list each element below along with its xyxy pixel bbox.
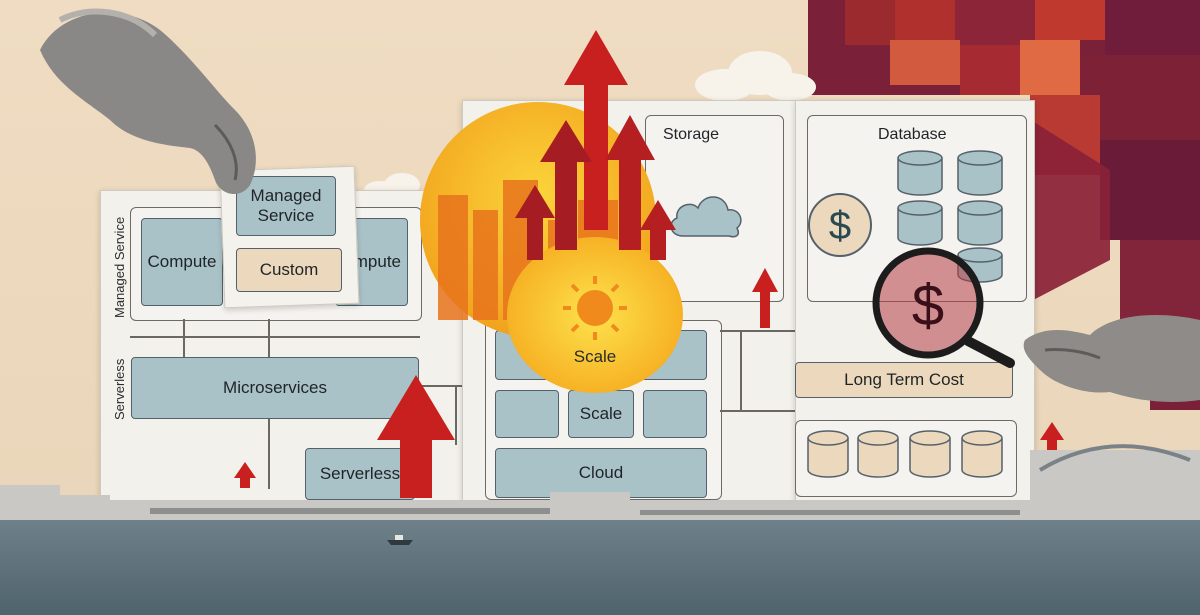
compute-left-label: Compute [147, 252, 217, 271]
scale-sun-graphic: Scale [507, 237, 683, 393]
microservices-label: Microservices [223, 378, 327, 397]
small-box-left [495, 390, 559, 438]
hand-icon [40, 8, 256, 195]
managed-service-card-top: Managed Service [236, 176, 336, 236]
magnifier-icon: $ [872, 247, 1015, 368]
microservices-box: Microservices [131, 357, 419, 419]
custom-label: Custom [259, 260, 319, 279]
compute-box-left: Compute [141, 218, 223, 306]
small-box-right [643, 390, 707, 438]
connector-line [183, 319, 185, 357]
scale-box: Scale [568, 390, 634, 438]
dollar-icon: $ [808, 193, 872, 257]
connector-line [740, 330, 742, 410]
serverless-box: Serverless [305, 448, 415, 500]
magnifier-dollar-symbol: $ [912, 273, 944, 338]
compute-right-label: ompute [344, 252, 401, 271]
cloud-decoration [695, 51, 816, 101]
serverless-label: Serverless [319, 464, 401, 483]
dollar-symbol: $ [829, 204, 851, 248]
connector-line [720, 410, 800, 412]
custom-card-box: Custom [236, 248, 342, 292]
cloud-box: Cloud [495, 448, 707, 498]
water [0, 520, 1200, 615]
boat-graphic [387, 535, 413, 545]
scale-box-label: Scale [579, 404, 623, 423]
cloud-box-label: Cloud [578, 463, 624, 482]
database-cylinder-icon [807, 430, 1003, 478]
connector-line [455, 385, 457, 445]
sun-icon [563, 276, 627, 340]
database-cylinder-icon [897, 150, 1003, 283]
long-term-cost-label: Long Term Cost [844, 370, 964, 389]
long-term-cost-box: Long Term Cost [795, 362, 1013, 398]
connector-line [419, 385, 484, 387]
storage-label: Storage [663, 126, 720, 143]
managed-card-top-label: Managed Service [250, 186, 322, 225]
database-label: Database [878, 126, 947, 143]
connector-line [268, 419, 270, 489]
scale-sun-label: Scale [574, 347, 617, 366]
cloud-icon [670, 196, 742, 238]
hand-icon [1023, 315, 1200, 403]
city-skyline-graphic [0, 444, 1200, 525]
connector-line [720, 330, 800, 332]
connector-line [268, 319, 270, 357]
connector-line [130, 336, 420, 338]
